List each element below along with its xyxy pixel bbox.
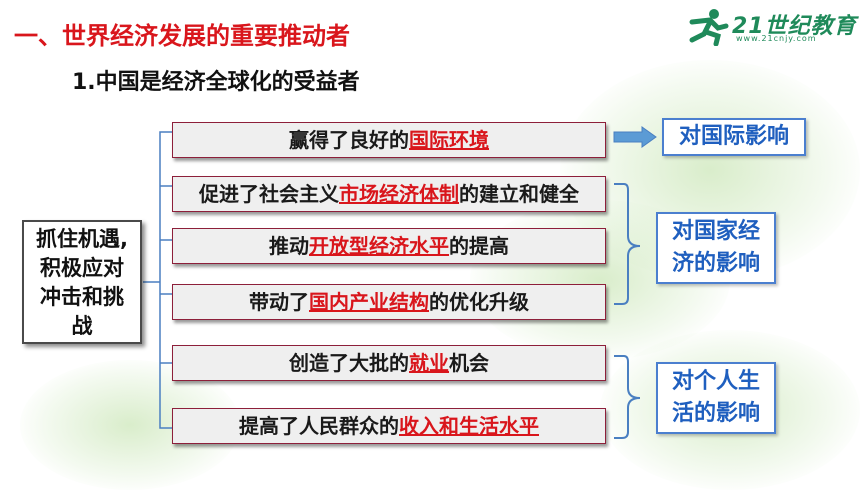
item-box: 提高了人民群众的收入和生活水平 [172,408,606,444]
item-highlight: 市场经济体制 [339,182,459,206]
item-highlight: 开放型经济水平 [309,234,449,258]
left-box-line: 战 [71,314,93,338]
impact-label: 对国家经 [671,219,760,244]
item-text: 机会 [449,351,489,375]
left-box-line: 冲击和挑 [40,285,124,309]
item-text: 推动 [269,234,309,258]
item-text: 的提高 [449,234,509,258]
item-text: 的建立和健全 [459,182,579,206]
logo-url: www.21cnjy.com [736,34,817,43]
left-box-line: 抓住机遇, [36,227,128,251]
item-highlight: 国内产业结构 [309,290,429,314]
item-text: 的优化升级 [429,290,529,314]
item-highlight: 就业 [409,351,449,375]
item-box: 带动了国内产业结构的优化升级 [172,284,606,320]
item-box: 创造了大批的就业机会 [172,345,606,381]
left-summary-box: 抓住机遇, 积极应对 冲击和挑 战 [22,220,142,344]
logo: 21世纪教育 www.21cnjy.com [680,6,856,47]
item-highlight: 收入和生活水平 [399,414,539,438]
page-subtitle: 1.中国是经济全球化的受益者 [72,70,360,95]
impact-national-economy: 对国家经 济的影响 [656,212,776,284]
logo-name: 21世纪教育 [732,14,857,39]
impact-label: 活的影响 [671,401,760,426]
right-arrow-icon [613,126,657,148]
item-box: 促进了社会主义市场经济体制的建立和健全 [172,176,606,212]
item-box: 赢得了良好的国际环境 [172,122,606,158]
item-text: 提高了人民群众的 [239,414,399,438]
impact-label: 济的影响 [671,251,760,276]
impact-label: 对个人生 [671,369,760,394]
impact-personal-life: 对个人生 活的影响 [656,362,776,434]
item-text: 赢得了良好的 [289,128,409,152]
item-text: 促进了社会主义 [199,182,339,206]
item-highlight: 国际环境 [409,128,489,152]
item-box: 推动开放型经济水平的提高 [172,228,606,264]
page-title: 一、世界经济发展的重要推动者 [14,22,350,50]
item-text: 带动了 [249,290,309,314]
running-figure-icon [689,9,729,47]
impact-international: 对国际影响 [662,118,806,156]
left-box-line: 积极应对 [40,256,124,280]
item-text: 创造了大批的 [289,351,409,375]
impact-label: 对国际影响 [678,124,789,149]
